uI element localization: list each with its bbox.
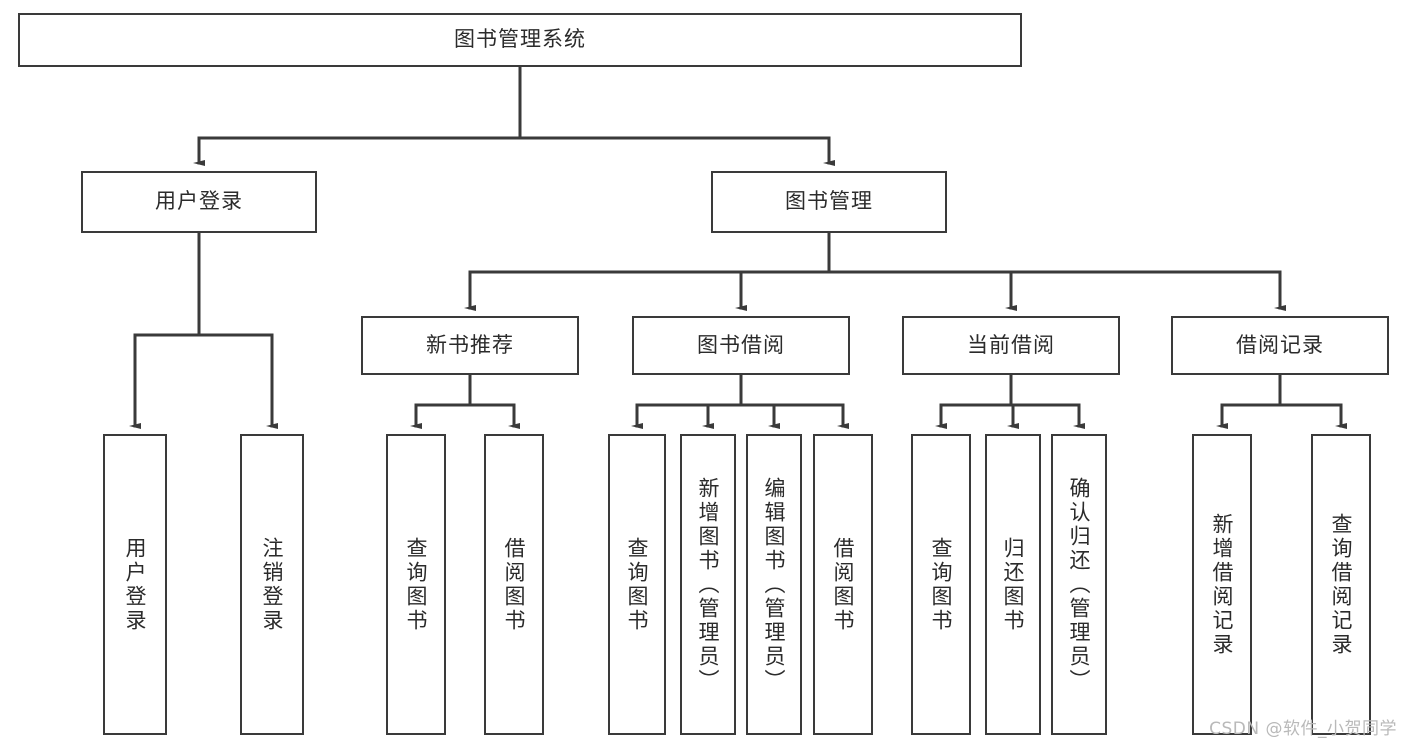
node-book-borrow-label: 图书借阅 [697,332,785,357]
node-book-management[interactable]: 图书管理 [711,171,947,233]
leaf-query-book-borrow[interactable]: 查询图书 [608,434,666,735]
leaf-query-book-current[interactable]: 查询图书 [911,434,971,735]
leaf-add-book-admin-label: 新增图书（管理员） [696,476,721,693]
leaf-borrow-book-recommend[interactable]: 借阅图书 [484,434,544,735]
node-current-borrow[interactable]: 当前借阅 [902,316,1120,375]
node-book-borrow[interactable]: 图书借阅 [632,316,850,375]
leaf-user-logout-label: 注销登录 [260,536,285,633]
leaf-return-book-label: 归还图书 [1001,536,1026,633]
leaf-confirm-return-admin-label: 确认归还（管理员） [1067,476,1092,693]
node-borrow-record-label: 借阅记录 [1236,332,1324,357]
leaf-query-book-current-label: 查询图书 [929,536,954,633]
node-root[interactable]: 图书管理系统 [18,13,1022,67]
watermark: CSDN @软件_小贺同学 [1209,719,1397,739]
leaf-query-borrow-record-label: 查询借阅记录 [1329,512,1354,657]
leaf-edit-book-admin-label: 编辑图书（管理员） [762,476,787,693]
leaf-user-logout[interactable]: 注销登录 [240,434,304,735]
leaf-return-book[interactable]: 归还图书 [985,434,1041,735]
leaf-add-book-admin[interactable]: 新增图书（管理员） [680,434,736,735]
node-borrow-record[interactable]: 借阅记录 [1171,316,1389,375]
leaf-user-login[interactable]: 用户登录 [103,434,167,735]
leaf-borrow-book-label: 借阅图书 [831,536,856,633]
leaf-add-borrow-record[interactable]: 新增借阅记录 [1192,434,1252,735]
leaf-confirm-return-admin[interactable]: 确认归还（管理员） [1051,434,1107,735]
node-book-management-label: 图书管理 [785,189,873,214]
leaf-query-borrow-record[interactable]: 查询借阅记录 [1311,434,1371,735]
leaf-query-book-recommend[interactable]: 查询图书 [386,434,446,735]
leaf-edit-book-admin[interactable]: 编辑图书（管理员） [746,434,802,735]
node-new-book-recommend-label: 新书推荐 [426,332,514,357]
node-new-book-recommend[interactable]: 新书推荐 [361,316,579,375]
node-root-label: 图书管理系统 [454,27,586,52]
leaf-query-book-borrow-label: 查询图书 [625,536,650,633]
leaf-user-login-label: 用户登录 [123,536,148,633]
leaf-borrow-book-recommend-label: 借阅图书 [502,536,527,633]
node-current-borrow-label: 当前借阅 [967,332,1055,357]
node-user-login-label: 用户登录 [155,189,243,214]
leaf-query-book-recommend-label: 查询图书 [404,536,429,633]
leaf-borrow-book[interactable]: 借阅图书 [813,434,873,735]
leaf-add-borrow-record-label: 新增借阅记录 [1210,512,1235,657]
node-user-login[interactable]: 用户登录 [81,171,317,233]
